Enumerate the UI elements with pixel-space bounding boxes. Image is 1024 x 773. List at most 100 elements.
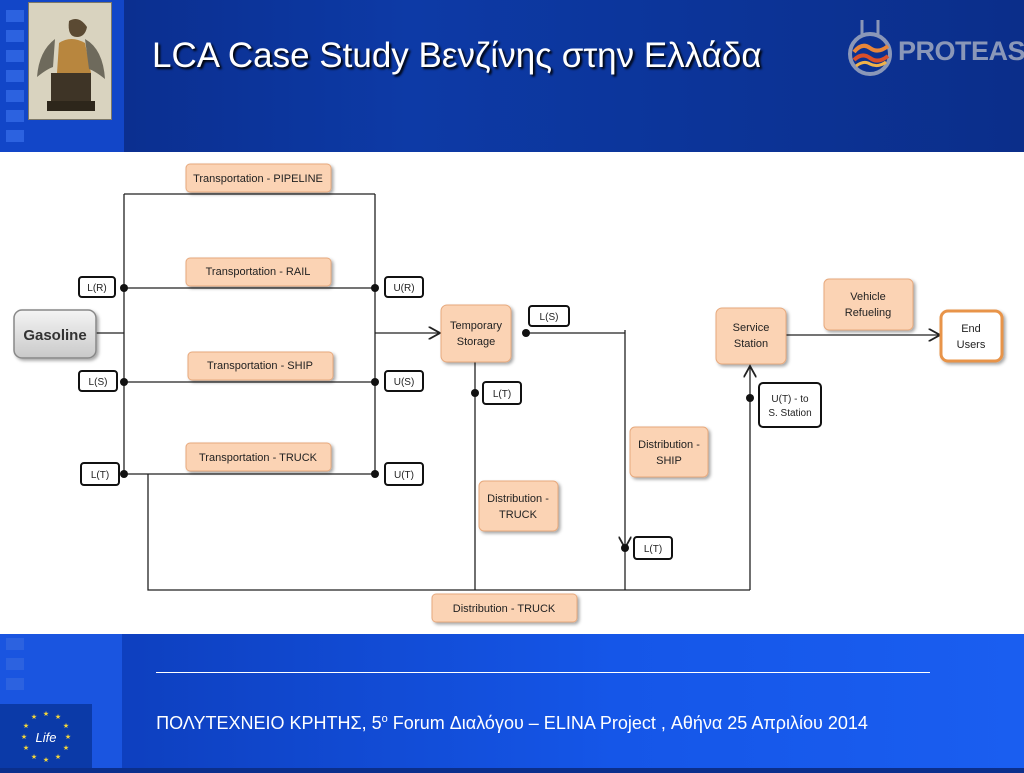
gasoline-flow-diagram: Gasoline Transportation - PIPELINE Trans… [13,163,1004,623]
svg-text:Distribution - TRUCK: Distribution - TRUCK [453,603,556,615]
eu-stars-icon: ★★★ ★★★ ★★★ ★★★ Life [21,710,71,764]
slide-header: LCA Case Study Βενζίνης στην Ελλάδα PROT… [0,0,1024,152]
svg-text:★: ★ [63,744,69,752]
svg-text:★: ★ [23,722,29,730]
svg-text:★: ★ [43,710,49,718]
svg-text:★: ★ [65,733,71,741]
decor-square [6,30,24,42]
decor-square [6,10,24,22]
slide-title: LCA Case Study Βενζίνης στην Ελλάδα [152,36,762,75]
connector-lines [96,193,940,591]
bottom-truck-line [147,474,750,591]
svg-text:Transportation - SHIP: Transportation - SHIP [207,360,313,372]
junction-dots [120,284,754,552]
svg-text:★: ★ [31,753,37,761]
junction-dot [120,284,128,292]
decor-square [6,638,24,650]
svg-text:Storage: Storage [457,336,496,348]
junction-dot [471,389,479,397]
svg-text:★: ★ [23,744,29,752]
decor-square [6,110,24,122]
svg-text:Temporary: Temporary [450,320,502,332]
footer-caption: ΠΟΛΥΤΕΧΝΕΙΟ ΚΡΗΤΗΣ, 5ο Forum Διαλόγου – … [156,713,868,733]
svg-text:Life: Life [36,730,57,745]
svg-text:L(T): L(T) [493,389,511,400]
transport-rail-node: Transportation - RAIL [185,257,332,287]
label-ur: U(R) [384,276,424,298]
distribution-truck-mid-node: Distribution - TRUCK [478,480,559,532]
svg-text:U(T) - to: U(T) - to [771,394,809,405]
svg-text:S. Station: S. Station [768,408,811,419]
diagram-canvas: Gasoline Transportation - PIPELINE Trans… [0,152,1024,634]
transport-truck-node: Transportation - TRUCK [185,442,332,472]
label-us: U(S) [384,370,424,392]
svg-text:SHIP: SHIP [656,455,682,467]
svg-text:L(T): L(T) [91,470,109,481]
junction-dot [120,378,128,386]
svg-text:Distribution -: Distribution - [638,439,700,451]
label-lt-storage: L(T) [482,381,522,405]
junction-dot [522,329,530,337]
svg-text:End: End [961,323,981,335]
temporary-storage-node: Temporary Storage [440,304,512,363]
junction-dot [371,470,379,478]
label-lt-ship: L(T) [633,536,673,560]
svg-text:Users: Users [957,339,986,351]
label-ut: U(T) [384,462,424,486]
distribution-truck-bottom-node: Distribution - TRUCK [431,593,578,623]
label-lr: L(R) [78,276,116,298]
svg-text:Transportation - PIPELINE: Transportation - PIPELINE [193,173,323,185]
label-ls-storage: L(S) [528,305,570,327]
transport-ship-node: Transportation - SHIP [187,351,334,381]
distribution-ship-node: Distribution - SHIP [629,426,709,478]
proteas-wordmark: PROTEAS [898,36,1024,66]
transport-pipeline-node: Transportation - PIPELINE [185,163,332,193]
junction-dot [746,394,754,402]
svg-text:★: ★ [21,733,27,741]
university-logo [28,2,112,120]
svg-text:★: ★ [55,713,61,721]
svg-text:Station: Station [734,338,768,350]
svg-text:★: ★ [55,753,61,761]
load-unload-labels: L(R) U(R) L(S) U(S) L(T) U(T) L(S) L(T) [78,276,822,560]
gasoline-node: Gasoline [13,309,97,359]
svg-text:U(T): U(T) [394,470,414,481]
junction-dot [120,470,128,478]
service-station-node: Service Station [715,307,787,365]
junction-dot [371,284,379,292]
proteas-flask-icon [848,20,892,76]
decor-square [6,90,24,102]
footer-divider [156,672,930,673]
junction-dot [371,378,379,386]
svg-text:Gasoline: Gasoline [23,327,86,344]
athena-emblem-icon [29,3,111,119]
svg-text:L(S): L(S) [540,312,559,323]
label-ut-station: U(T) - to S. Station [758,382,822,428]
decor-square [6,658,24,670]
svg-text:Service: Service [733,322,770,334]
svg-text:★: ★ [31,713,37,721]
svg-text:TRUCK: TRUCK [499,509,538,521]
decor-square [6,678,24,690]
svg-text:Refueling: Refueling [845,307,891,319]
slide-footer: ★★★ ★★★ ★★★ ★★★ Life [0,634,1024,768]
svg-text:★: ★ [63,722,69,730]
svg-text:L(R): L(R) [87,283,106,294]
proteas-logo: PROTEAS [846,16,1024,80]
svg-text:Transportation - TRUCK: Transportation - TRUCK [199,452,318,464]
vehicle-refueling-node: Vehicle Refueling [823,278,914,331]
svg-text:U(S): U(S) [394,377,415,388]
svg-text:★: ★ [43,756,49,764]
label-lt-left: L(T) [80,462,120,486]
svg-text:Transportation - RAIL: Transportation - RAIL [206,266,311,278]
svg-text:Distribution -: Distribution - [487,493,549,505]
svg-text:Vehicle: Vehicle [850,291,885,303]
label-ls-left: L(S) [78,370,118,392]
decor-square [6,50,24,62]
svg-text:L(T): L(T) [644,544,662,555]
end-users-node: End Users [939,309,1004,363]
decor-square [6,130,24,142]
decor-square [6,70,24,82]
eu-life-logo: ★★★ ★★★ ★★★ ★★★ Life [0,704,92,768]
junction-dot [621,544,629,552]
